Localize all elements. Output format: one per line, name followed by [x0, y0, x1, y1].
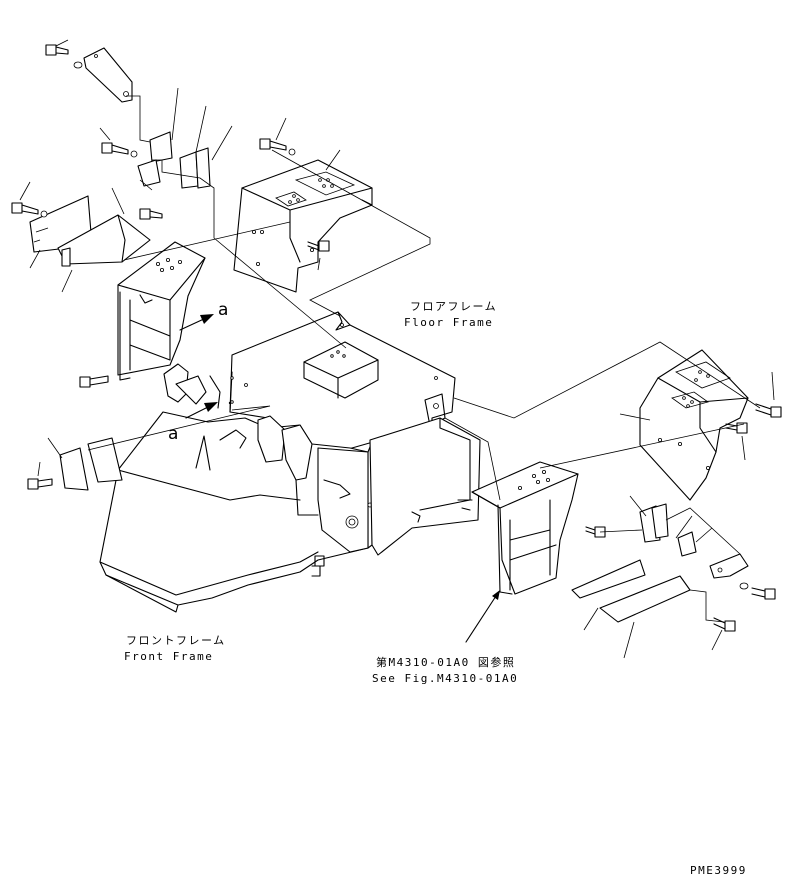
left-spacer	[61, 247, 71, 267]
bolts	[11, 44, 782, 632]
view-a-upper-label: a	[218, 300, 229, 320]
upper-right-cab-plate	[639, 349, 749, 501]
floor-frame-label-jp: フロアフレーム	[410, 300, 498, 313]
right-lower-plate	[571, 559, 691, 623]
floor-frame-label-en: Floor Frame	[404, 316, 494, 329]
see-fig-label-en: See Fig.M4310-01A0	[372, 672, 519, 685]
front-frame-label-jp: フロントフレーム	[126, 634, 226, 647]
front-frame-label-en: Front Frame	[124, 650, 214, 663]
left-clips	[137, 131, 211, 189]
assembly-lines	[19, 39, 775, 659]
upper-bracket	[83, 47, 133, 103]
frame-rail	[369, 417, 481, 556]
drawing-code: PME3999	[690, 864, 747, 875]
view-a-lower-label: a	[168, 424, 179, 444]
front-frame	[99, 363, 373, 613]
small-cover-plate	[59, 437, 123, 491]
left-step	[117, 241, 206, 381]
view-a-arrows	[179, 314, 218, 419]
frame-tab	[311, 565, 321, 577]
floor-frame	[229, 311, 456, 451]
right-step	[457, 461, 579, 595]
see-fig-label-jp: 第M4310-01A0 図参照	[376, 656, 516, 669]
see-fig-arrow	[465, 590, 500, 643]
right-clips	[639, 503, 749, 579]
